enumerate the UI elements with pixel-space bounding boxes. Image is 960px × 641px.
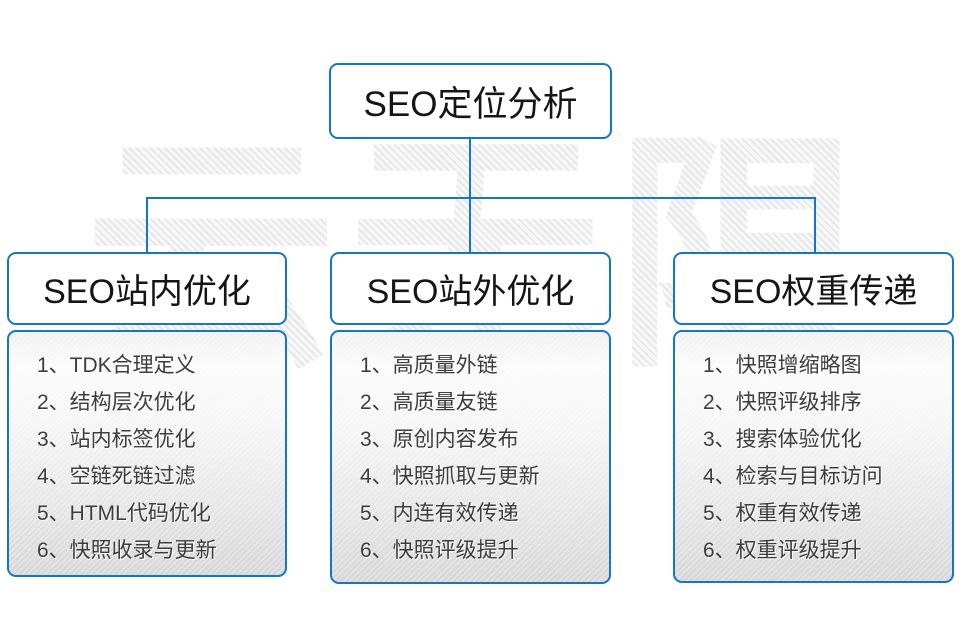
list-item: 3、搜索体验优化	[703, 428, 862, 451]
list-item: 6、权重评级提升	[703, 539, 862, 562]
list-item: 5、内连有效传递	[360, 502, 519, 525]
list-item: 6、快照评级提升	[360, 539, 519, 562]
connector-drop-weight	[814, 197, 816, 253]
list-item: 1、快照增缩略图	[703, 354, 862, 377]
list-item: 4、快照抓取与更新	[360, 465, 540, 488]
connector-drop-offsite	[469, 197, 471, 253]
connector-root-stem	[469, 139, 471, 199]
branch-header-label: SEO站内优化	[43, 273, 251, 311]
connector-drop-onsite	[146, 197, 148, 253]
list-item: 4、检索与目标访问	[703, 465, 883, 488]
list-item: 5、HTML代码优化	[37, 502, 211, 525]
branch-list-offsite: 1、高质量外链 2、高质量友链 3、原创内容发布 4、快照抓取与更新 5、内连有…	[330, 330, 611, 584]
root-node-label: SEO定位分析	[363, 84, 578, 124]
list-item: 3、原创内容发布	[360, 428, 519, 451]
list-item: 4、空链死链过滤	[37, 465, 196, 488]
branch-header-label: SEO站外优化	[366, 273, 575, 311]
list-item: 2、高质量友链	[360, 391, 498, 414]
list-item: 5、权重有效传递	[703, 502, 862, 525]
branch-header-offsite: SEO站外优化	[330, 252, 611, 325]
list-item: 6、快照收录与更新	[37, 539, 217, 562]
list-item: 2、快照评级排序	[703, 391, 862, 414]
root-node: SEO定位分析	[329, 63, 612, 139]
branch-list-weight: 1、快照增缩略图 2、快照评级排序 3、搜索体验优化 4、检索与目标访问 5、权…	[673, 330, 954, 583]
branch-header-weight: SEO权重传递	[673, 252, 954, 325]
list-item: 2、结构层次优化	[37, 391, 196, 414]
branch-list-onsite: 1、TDK合理定义 2、结构层次优化 3、站内标签优化 4、空链死链过滤 5、H…	[7, 330, 287, 577]
branch-header-label: SEO权重传递	[709, 273, 918, 311]
list-item: 1、高质量外链	[360, 354, 498, 377]
list-item: 1、TDK合理定义	[37, 354, 196, 377]
list-item: 3、站内标签优化	[37, 428, 196, 451]
connector-horizontal	[146, 197, 816, 199]
branch-header-onsite: SEO站内优化	[7, 252, 287, 325]
